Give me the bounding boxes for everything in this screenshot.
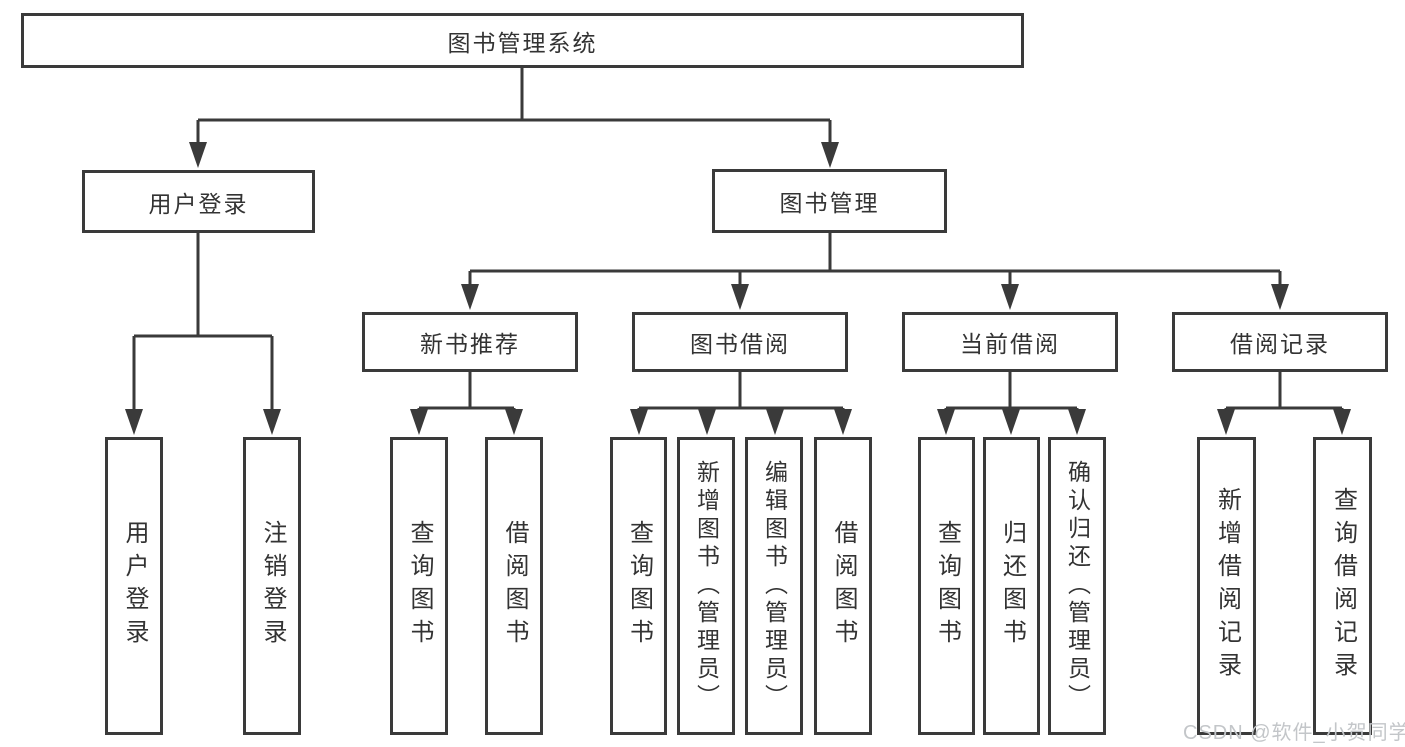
node-new-book-recommend-label: 新书推荐 <box>420 331 520 357</box>
leaf-user-login: 用户登录 <box>105 437 163 735</box>
leaf-add-borrow-record-label: 新增借阅记录 <box>1213 487 1241 685</box>
leaf-logout-label: 注销登录 <box>259 520 286 652</box>
node-current-borrow-label: 当前借阅 <box>960 331 1060 357</box>
leaf-confirm-return-admin-label: 确认归还（管理员） <box>1064 460 1091 712</box>
node-book-management-label: 图书管理 <box>779 190 880 216</box>
connector-borrow-to-leaves <box>637 372 845 412</box>
connector-records-to-leaves <box>1224 372 1344 412</box>
node-book-management: 图书管理 <box>712 169 947 233</box>
node-root-label: 图书管理系统 <box>447 29 598 56</box>
leaf-query-books-recommend-label: 查询图书 <box>406 520 433 652</box>
node-book-borrow: 图书借阅 <box>632 312 848 372</box>
leaf-query-books-recommend: 查询图书 <box>390 437 448 735</box>
leaf-add-books-admin: 新增图书（管理员） <box>677 437 735 735</box>
connector-current-to-leaves <box>944 372 1079 412</box>
connector-userlogin-to-leaves <box>132 233 274 412</box>
node-borrow-records-label: 借阅记录 <box>1230 331 1330 357</box>
leaf-user-login-label: 用户登录 <box>121 520 148 652</box>
node-user-login-label: 用户登录 <box>148 190 249 217</box>
leaf-query-books-current: 查询图书 <box>918 437 975 735</box>
leaf-query-borrow-record: 查询借阅记录 <box>1313 437 1372 735</box>
leaf-add-books-admin-label: 新增图书（管理员） <box>693 460 720 712</box>
leaf-return-books: 归还图书 <box>983 437 1040 735</box>
leaf-borrow-books: 借阅图书 <box>814 437 872 735</box>
node-current-borrow: 当前借阅 <box>902 312 1118 372</box>
leaf-borrow-books-recommend-label: 借阅图书 <box>501 520 528 652</box>
node-book-borrow-label: 图书借阅 <box>690 331 790 357</box>
leaf-query-books-current-label: 查询图书 <box>933 520 961 652</box>
leaf-borrow-books-label: 借阅图书 <box>830 520 857 652</box>
leaf-add-borrow-record: 新增借阅记录 <box>1197 437 1256 735</box>
leaf-edit-books-admin: 编辑图书（管理员） <box>745 437 803 735</box>
connector-root-to-level1 <box>196 68 832 146</box>
node-new-book-recommend: 新书推荐 <box>362 312 578 372</box>
leaf-return-books-label: 归还图书 <box>998 520 1026 652</box>
leaf-borrow-books-recommend: 借阅图书 <box>485 437 543 735</box>
leaf-logout: 注销登录 <box>243 437 301 735</box>
leaf-edit-books-admin-label: 编辑图书（管理员） <box>761 460 788 712</box>
connector-newbook-to-leaves <box>417 372 516 412</box>
leaf-query-books-borrow-label: 查询图书 <box>625 520 653 652</box>
csdn-watermark: CSDN @软件_小贺同学 <box>1183 722 1405 744</box>
node-user-login: 用户登录 <box>82 170 315 233</box>
leaf-confirm-return-admin: 确认归还（管理员） <box>1048 437 1106 735</box>
leaf-query-books-borrow: 查询图书 <box>610 437 667 735</box>
node-borrow-records: 借阅记录 <box>1172 312 1388 372</box>
node-root: 图书管理系统 <box>21 13 1024 68</box>
connector-bookmgmt-to-level2 <box>468 233 1282 288</box>
leaf-query-borrow-record-label: 查询借阅记录 <box>1329 487 1357 685</box>
arrowheads <box>125 142 1351 435</box>
